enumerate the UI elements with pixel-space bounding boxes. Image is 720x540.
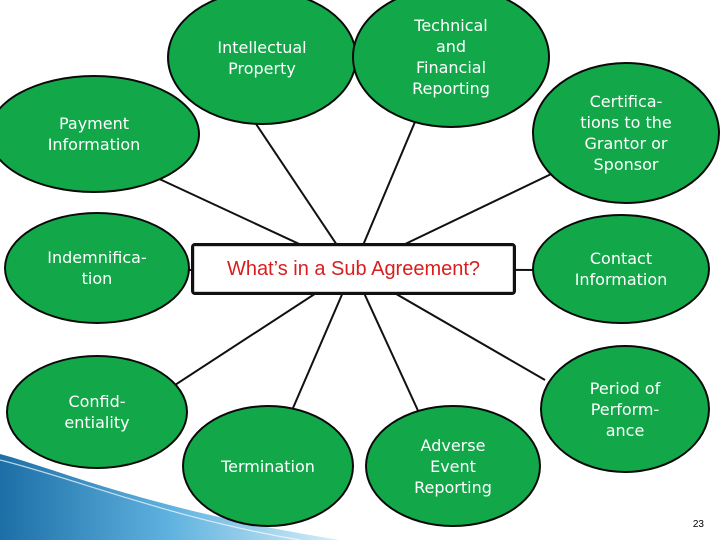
node-certifications: Certifica- tions to the Grantor or Spons… bbox=[532, 62, 720, 204]
page-number: 23 bbox=[692, 519, 704, 530]
node-label: Intellectual Property bbox=[217, 37, 307, 78]
node-termination: Termination bbox=[182, 405, 354, 527]
central-topic-label: What’s in a Sub Agreement? bbox=[226, 257, 481, 280]
node-payment-information: Payment Information bbox=[0, 75, 200, 193]
node-label: Payment Information bbox=[47, 114, 141, 154]
node-label: Contact Information bbox=[574, 249, 668, 289]
node-contact-information: Contact Information bbox=[532, 214, 710, 324]
node-adverse-event-reporting: Adverse Event Reporting bbox=[365, 405, 541, 527]
node-confidentiality: Confid- entiality bbox=[6, 355, 188, 469]
node-label: Indemnifica- tion bbox=[47, 248, 147, 288]
node-label: Period of Perform- ance bbox=[589, 378, 661, 440]
node-label: Technical and Financial Reporting bbox=[412, 16, 490, 98]
central-topic-box: What’s in a Sub Agreement? bbox=[191, 243, 516, 295]
node-technical-financial-reporting: Technical and Financial Reporting bbox=[352, 0, 550, 128]
node-label: Certifica- tions to the Grantor or Spons… bbox=[580, 92, 672, 174]
node-label: Confid- entiality bbox=[64, 392, 130, 432]
node-indemnification: Indemnifica- tion bbox=[4, 212, 190, 324]
node-label: Termination bbox=[221, 456, 315, 476]
node-label: Adverse Event Reporting bbox=[414, 435, 492, 497]
node-intellectual-property: Intellectual Property bbox=[167, 0, 357, 125]
node-period-of-performance: Period of Perform- ance bbox=[540, 345, 710, 473]
decorative-swoosh bbox=[0, 454, 340, 540]
